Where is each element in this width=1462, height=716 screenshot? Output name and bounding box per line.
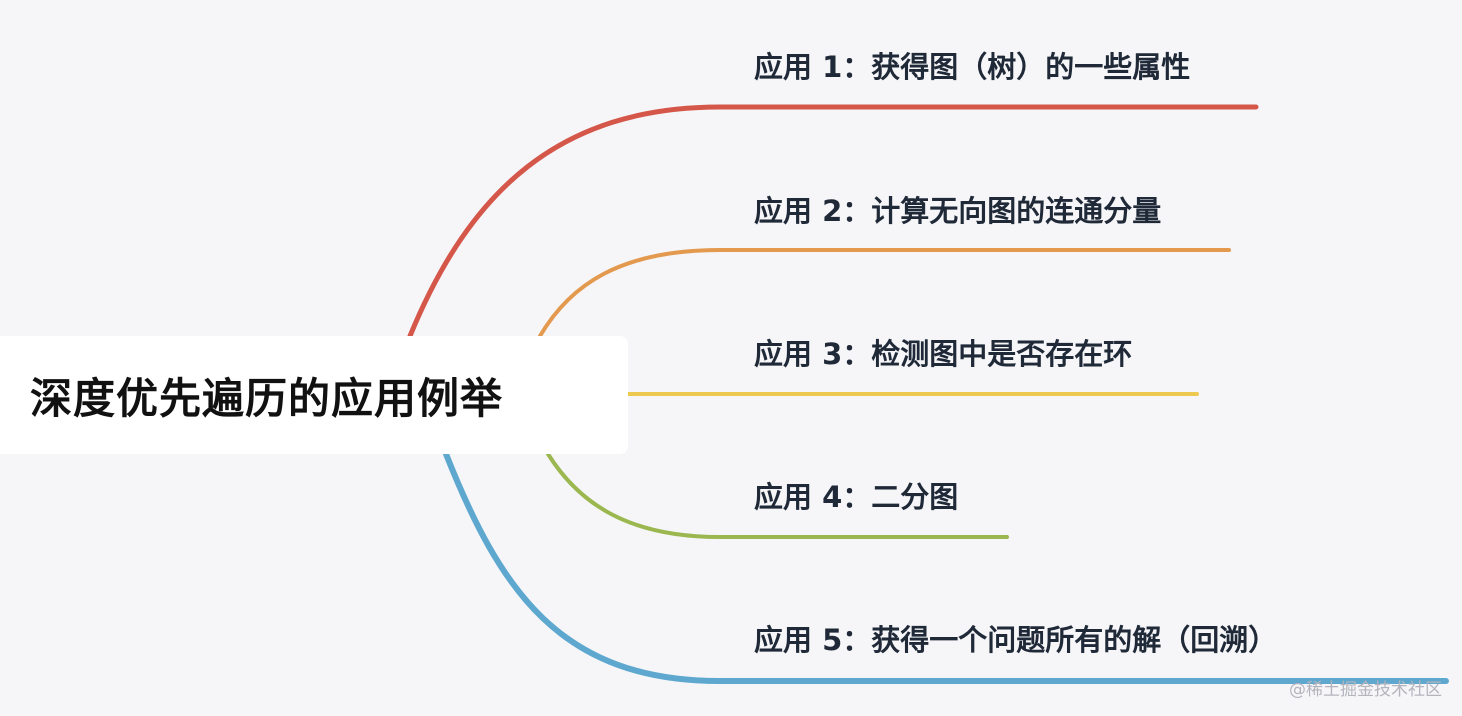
branch-label-3[interactable]: 应用 3：检测图中是否存在环 bbox=[754, 337, 1133, 371]
root-node[interactable]: 深度优先遍历的应用例举 bbox=[0, 336, 628, 454]
branch-label-1[interactable]: 应用 1：获得图（树）的一些属性 bbox=[754, 50, 1191, 84]
watermark: @稀土掘金技术社区 bbox=[1289, 680, 1442, 700]
root-title: 深度优先遍历的应用例举 bbox=[30, 373, 504, 423]
connector-branch-5 bbox=[443, 451, 1449, 684]
connector-branch-2 bbox=[538, 248, 1231, 338]
branch-label-5[interactable]: 应用 5：获得一个问题所有的解（回溯） bbox=[754, 623, 1278, 657]
branch-label-4[interactable]: 应用 4：二分图 bbox=[754, 480, 959, 514]
branch-label-2[interactable]: 应用 2：计算无向图的连通分量 bbox=[754, 194, 1162, 228]
connector-branch-4 bbox=[546, 452, 1009, 539]
connector-branch-1 bbox=[407, 104, 1259, 339]
